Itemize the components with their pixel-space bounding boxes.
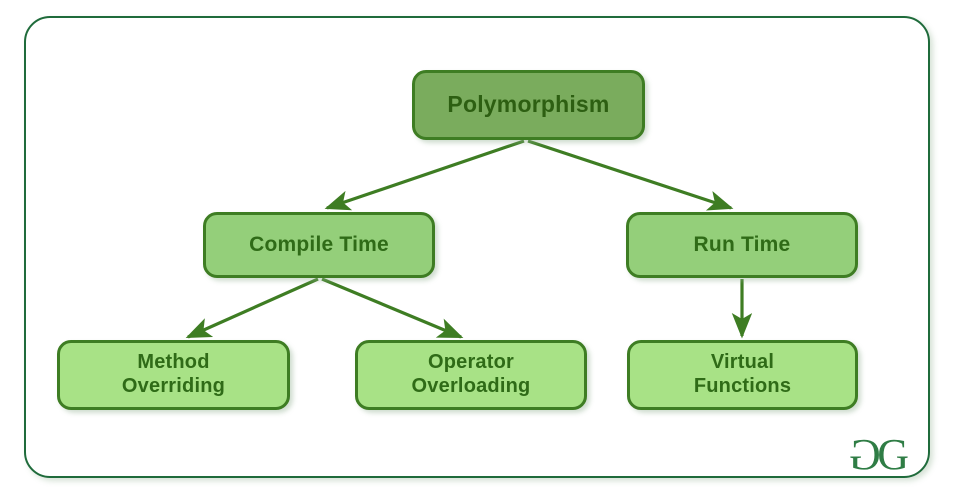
node-operator-overloading[interactable]: Operator Overloading (355, 340, 587, 410)
diagram-frame (24, 16, 930, 478)
logo-glyph-right: G (877, 430, 909, 479)
node-run-time[interactable]: Run Time (626, 212, 858, 278)
geeksforgeeks-logo: G G (849, 430, 909, 479)
node-method-overriding[interactable]: Method Overriding (57, 340, 290, 410)
node-run-time-label: Run Time (693, 232, 791, 256)
node-compile-time-label: Compile Time (249, 232, 389, 256)
node-polymorphism-label: Polymorphism (447, 91, 610, 118)
node-virtual-functions-label: Virtual Functions (693, 351, 792, 397)
node-virtual-functions[interactable]: Virtual Functions (627, 340, 858, 410)
node-compile-time[interactable]: Compile Time (203, 212, 435, 278)
node-operator-overloading-label: Operator Overloading (411, 351, 531, 397)
node-polymorphism[interactable]: Polymorphism (412, 70, 645, 140)
logo-glyph-left: G (849, 430, 882, 479)
node-method-overriding-label: Method Overriding (121, 351, 226, 397)
